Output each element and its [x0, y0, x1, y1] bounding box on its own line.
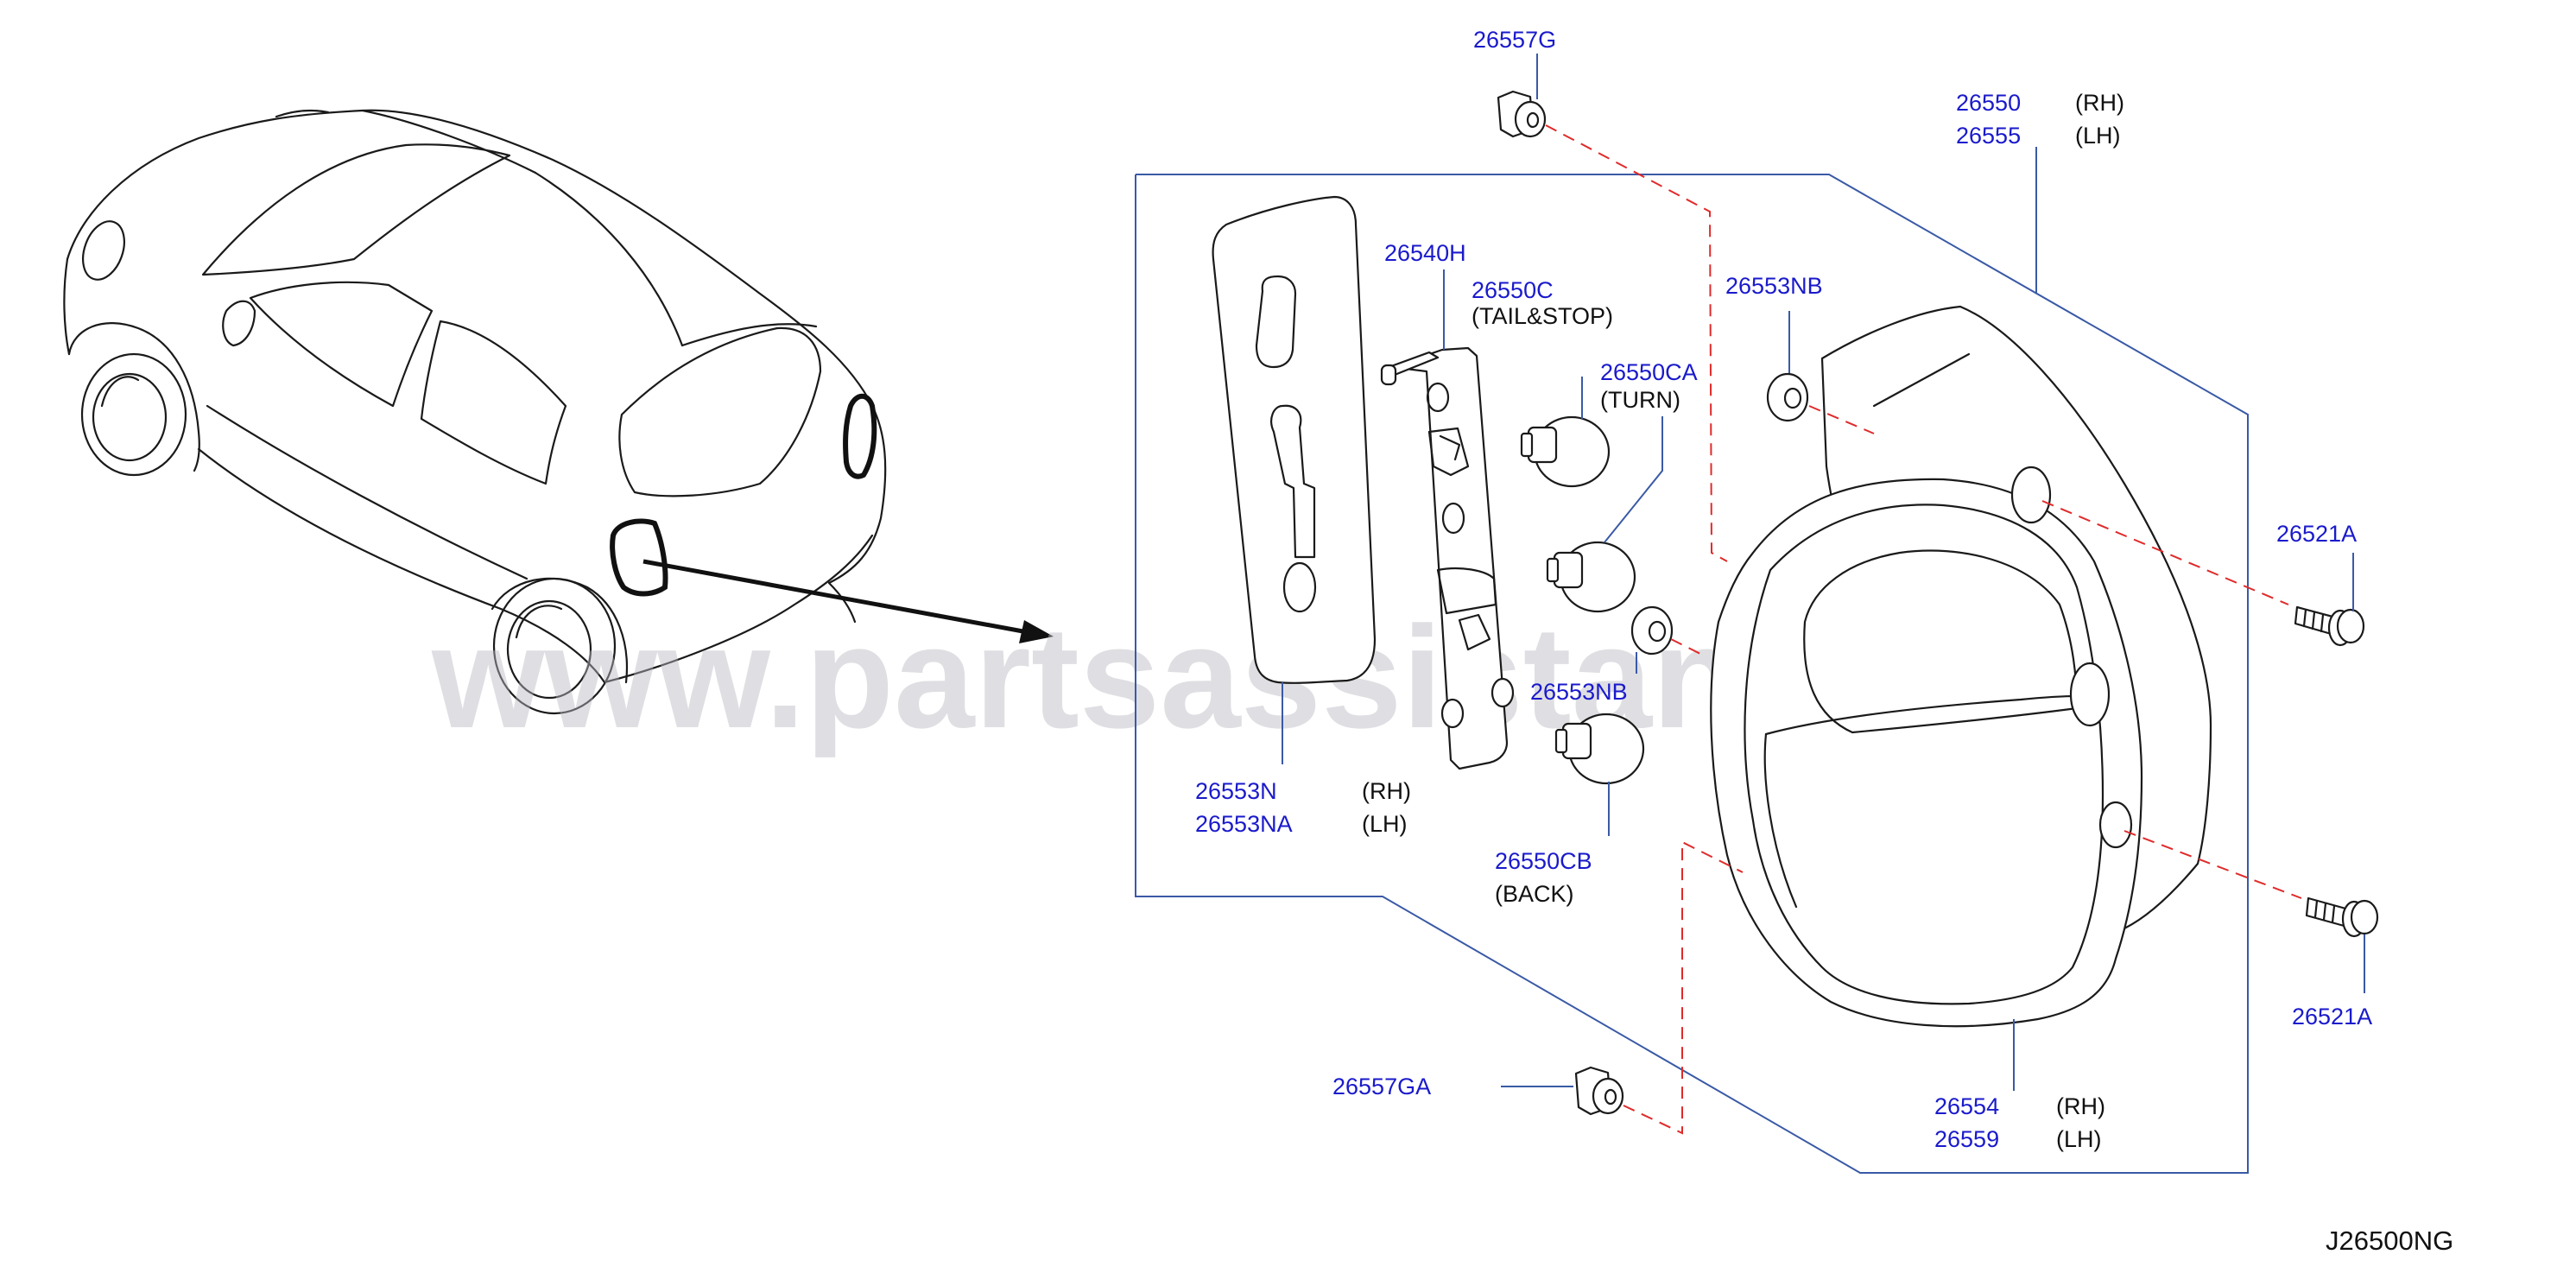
car-illustration — [63, 109, 1054, 715]
label-26555: 26555 — [1956, 123, 2021, 149]
label-26557G: 26557G — [1473, 27, 1556, 53]
fastener-path-bolt-bottom — [2123, 830, 2302, 899]
label-26553NB-mid: 26553NB — [1530, 679, 1628, 705]
label-26559-side: (LH) — [2056, 1126, 2102, 1152]
label-26550: 26550 — [1956, 90, 2021, 116]
diagram-code: J26500NG — [2326, 1226, 2453, 1256]
bolt-bottom — [2305, 896, 2379, 938]
label-26553NA-side: (LH) — [1362, 811, 1408, 837]
fastener-path-grommet — [1808, 405, 1875, 434]
fastener-path-bolt-top — [2041, 500, 2289, 605]
grommet-top — [1766, 372, 1809, 422]
gasket-part — [1212, 195, 1377, 684]
bulb-back — [1554, 713, 1645, 785]
fastener-path-top-nut — [1545, 124, 1728, 562]
label-26553N: 26553N — [1195, 778, 1277, 804]
label-26559: 26559 — [1934, 1126, 1999, 1152]
label-26550CA-note: (TURN) — [1600, 387, 1680, 413]
grommet-middle — [1630, 605, 1674, 656]
label-26521A-top: 26521A — [2276, 521, 2357, 547]
label-26550CB-note: (BACK) — [1495, 881, 1574, 907]
bolt-top — [2294, 605, 2365, 647]
label-26550C: 26550C — [1472, 277, 1554, 303]
label-26553N-side: (RH) — [1362, 778, 1411, 804]
leader-lines — [1282, 54, 2365, 1091]
label-26553NA: 26553NA — [1195, 811, 1293, 837]
label-26521A-bottom: 26521A — [2292, 1004, 2372, 1029]
label-26550C-note: (TAIL&STOP) — [1472, 303, 1613, 329]
label-26550CB: 26550CB — [1495, 848, 1592, 874]
socket-plate-part — [1380, 346, 1515, 770]
fastener-path-grommet-mid — [1670, 638, 1706, 657]
label-26550CA: 26550CA — [1600, 359, 1698, 385]
fastener-path-bottom-nut — [1623, 840, 1744, 1135]
label-26555-side: (LH) — [2075, 123, 2121, 149]
assembly-frame — [1135, 174, 2249, 1174]
label-26557GA: 26557GA — [1332, 1074, 1431, 1099]
bulb-tail-stop — [1520, 415, 1611, 488]
clip-nut-top — [1497, 90, 1547, 138]
tail-lamp-assembly — [1710, 305, 2212, 1028]
label-26554: 26554 — [1934, 1093, 1999, 1119]
clip-nut-bottom — [1574, 1066, 1624, 1116]
label-26554-side: (RH) — [2056, 1093, 2105, 1119]
label-26550-side: (RH) — [2075, 90, 2124, 116]
label-26540H: 26540H — [1384, 240, 1466, 266]
label-26553NB-top: 26553NB — [1725, 273, 1823, 299]
bulb-turn — [1546, 541, 1636, 613]
